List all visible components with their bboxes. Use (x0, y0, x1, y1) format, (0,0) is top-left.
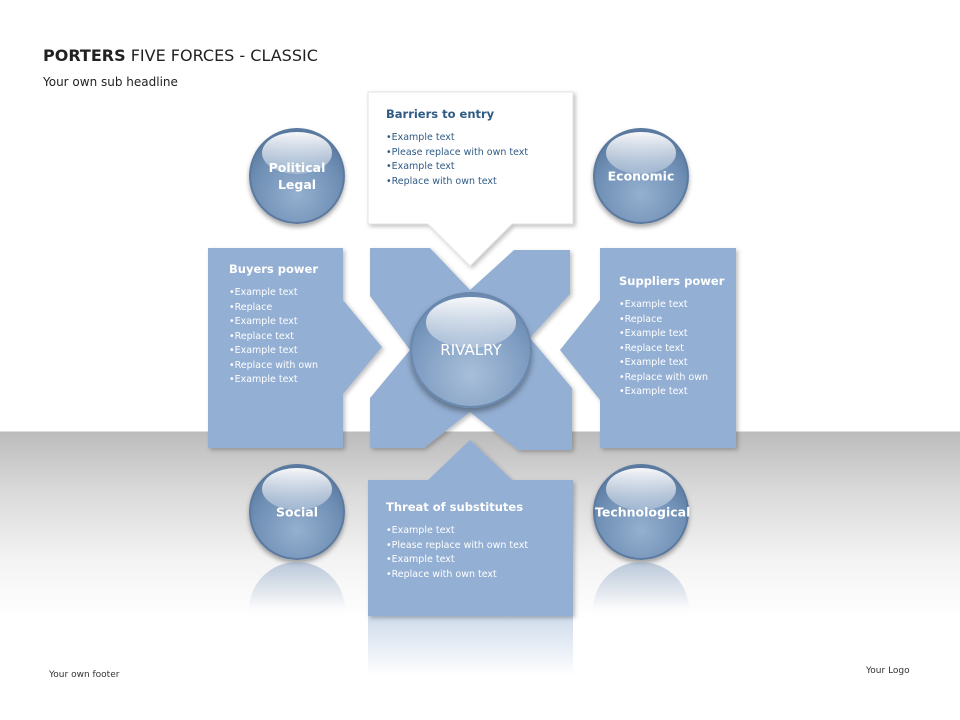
list-item: Example text (229, 286, 344, 301)
buyers-title: Buyers power (229, 262, 318, 276)
barriers-title: Barriers to entry (386, 107, 495, 121)
list-item: Please replace with own text (386, 539, 571, 554)
social-label: Social (275, 504, 318, 520)
logo-text: Your Logo (866, 666, 910, 676)
list-item: Replace with own (619, 371, 734, 386)
economic-circle: Economic (593, 128, 689, 224)
political-label: Political (268, 160, 326, 175)
list-item: Please replace with own text (386, 146, 571, 161)
suppliers-title: Suppliers power (619, 274, 725, 288)
buyers-box: Buyers power Example text Replace Exampl… (229, 262, 344, 388)
list-item: Example text (229, 344, 344, 359)
buyers-list: Example text Replace Example text Replac… (229, 286, 344, 388)
list-item: Example text (619, 298, 734, 313)
technological-circle: Technological (593, 464, 691, 560)
substitutes-title: Threat of substitutes (386, 500, 524, 514)
list-item: Example text (229, 373, 344, 388)
rivalry-label: RIVALRY (440, 341, 502, 359)
list-item: Example text (386, 160, 571, 175)
substitutes-box: Threat of substitutes Example text Pleas… (386, 500, 571, 582)
list-item: Example text (386, 553, 571, 568)
list-item: Replace with own text (386, 175, 571, 190)
rivalry-circle: RIVALRY (410, 292, 532, 408)
page-subtitle: Your own sub headline (43, 75, 178, 89)
suppliers-box: Suppliers power Example text Replace Exa… (619, 274, 734, 400)
list-item: Replace text (229, 330, 344, 345)
social-circle: Social (249, 464, 345, 560)
page-title-rest: FIVE FORCES - CLASSIC (130, 46, 318, 65)
list-item: Example text (386, 131, 571, 146)
list-item: Example text (229, 315, 344, 330)
page-title-bold: PORTERS (43, 46, 126, 65)
list-item: Replace with own text (386, 568, 571, 583)
barriers-list: Example text Please replace with own tex… (386, 131, 571, 189)
list-item: Replace (619, 313, 734, 328)
list-item: Example text (619, 327, 734, 342)
page-title: PORTERS FIVE FORCES - CLASSIC (43, 46, 318, 65)
list-item: Example text (619, 385, 734, 400)
list-item: Replace (229, 301, 344, 316)
substitutes-list: Example text Please replace with own tex… (386, 524, 571, 582)
barriers-box: Barriers to entry Example text Please re… (386, 107, 571, 189)
list-item: Replace with own (229, 359, 344, 374)
footer-text: Your own footer (49, 670, 120, 680)
legal-label: Legal (277, 177, 317, 192)
list-item: Example text (386, 524, 571, 539)
list-item: Example text (619, 356, 734, 371)
substitutes-reflection (368, 616, 573, 676)
technological-label: Technological (595, 504, 691, 520)
suppliers-list: Example text Replace Example text Replac… (619, 298, 734, 400)
economic-label: Economic (607, 168, 675, 184)
list-item: Replace text (619, 342, 734, 357)
